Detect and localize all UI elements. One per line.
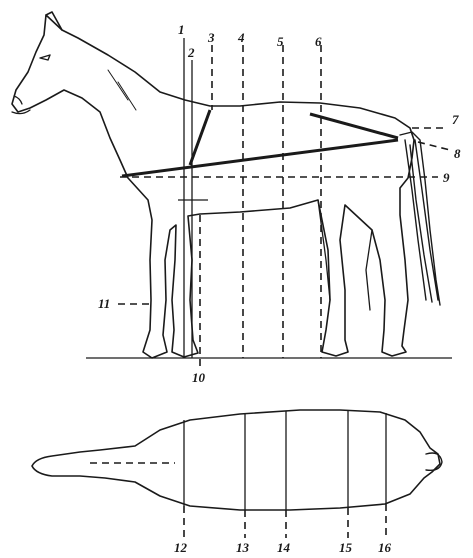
shoulder-line: [190, 110, 210, 165]
label-16: 16: [378, 540, 392, 555]
label-8: 8: [454, 146, 461, 161]
label-4: 4: [237, 30, 245, 45]
label-1: 1: [178, 22, 185, 37]
neck-detail-lines: [108, 70, 136, 110]
side-view-labels: 1 2 3 4 5 6 7 8 9 10 11: [98, 22, 461, 385]
ear-shape: [46, 12, 62, 30]
label-9: 9: [443, 170, 450, 185]
label-7: 7: [452, 112, 459, 127]
label-15: 15: [339, 540, 353, 555]
label-2: 2: [187, 45, 195, 60]
top-view-outline: [32, 410, 440, 510]
label-12: 12: [174, 540, 188, 555]
leader-8: [418, 142, 450, 150]
top-view-labels: 12 13 14 15 16: [174, 540, 392, 555]
label-5: 5: [277, 34, 284, 49]
horse-body-outline: [12, 15, 414, 358]
hip-line: [310, 114, 398, 138]
label-14: 14: [277, 540, 291, 555]
horse-top-view: [32, 410, 442, 538]
label-13: 13: [236, 540, 250, 555]
label-3: 3: [207, 30, 215, 45]
label-6: 6: [315, 34, 322, 49]
eye-shape: [40, 55, 50, 60]
label-11: 11: [98, 296, 110, 311]
label-10: 10: [192, 370, 206, 385]
horse-side-view: [12, 12, 440, 358]
body-length-line: [122, 140, 398, 176]
